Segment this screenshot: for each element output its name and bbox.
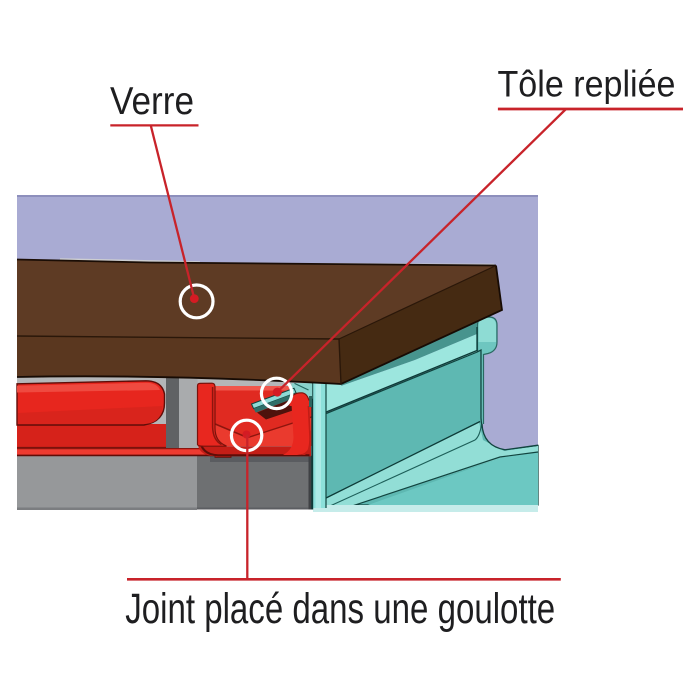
svg-text:Verre: Verre bbox=[110, 80, 194, 123]
svg-text:Tôle repliée: Tôle repliée bbox=[498, 64, 676, 105]
svg-text:Joint placé dans une goulotte: Joint placé dans une goulotte bbox=[125, 585, 555, 633]
